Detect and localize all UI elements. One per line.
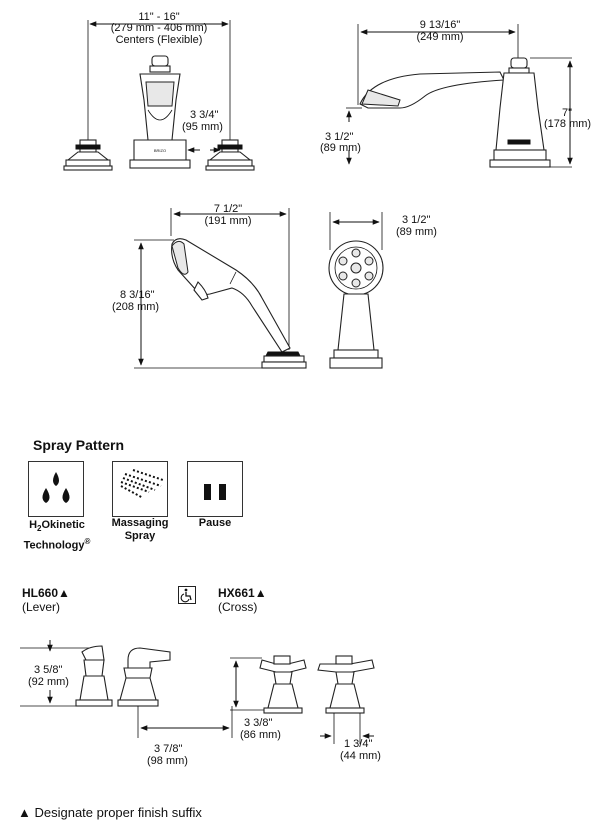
centers-dim-text-2: (279 mm - 406 mm)	[111, 22, 208, 34]
handle-height-text-1: 3 3/4"	[190, 109, 218, 121]
lever-handles: 3 5/8" (92 mm) 3 7/8" (98 mm)	[20, 640, 233, 767]
finish-suffix-footnote: ▲ Designate proper finish suffix	[18, 805, 202, 820]
model-cross-type: (Cross)	[218, 600, 258, 614]
cross-width-text-1: 1 3/4"	[344, 738, 372, 750]
lever-reach-text-1: 3 7/8"	[154, 743, 182, 755]
h2okinetic-label: H2Okinetic Technology®	[23, 519, 91, 552]
handle-height-text-2: (95 mm)	[182, 121, 223, 133]
model-lever-code: HL660▲	[22, 586, 70, 600]
tub-set-front-view: 11" - 16" (279 mm - 406 mm) Centers (Fle…	[63, 11, 255, 171]
model-cross: HX661▲ (Cross)	[218, 586, 267, 614]
handshower-body	[171, 238, 291, 353]
cross-height-text-2: (86 mm)	[240, 729, 281, 741]
spray-pattern-title: Spray Pattern	[33, 437, 125, 453]
spout-body	[495, 72, 545, 151]
cross-width-text-2: (44 mm)	[340, 750, 381, 762]
water-drops-icon	[28, 461, 84, 517]
handshower-face-text-2: (89 mm)	[396, 226, 437, 238]
pause-label: Pause	[198, 517, 232, 529]
lever-height-text-1: 3 5/8"	[34, 664, 62, 676]
pause-icon	[187, 461, 243, 517]
centers-dim-text-1: 11" - 16"	[138, 11, 179, 23]
cross-handles: 3 3/8" (86 mm) 1 3/4" (44 mm)	[230, 655, 381, 762]
handshower-width-text-1: 7 1/2"	[214, 203, 242, 215]
massaging-spray-label: Massaging Spray	[111, 517, 169, 542]
spout-outlet-text-1: 3 1/2"	[325, 131, 353, 143]
spout-reach-text-2: (249 mm)	[416, 31, 463, 43]
right-valve	[205, 139, 255, 171]
cross-height-text-1: 3 3/8"	[244, 717, 272, 729]
lever-height-text-2: (92 mm)	[28, 676, 69, 688]
spout-logo: BRIZO	[154, 148, 166, 153]
model-lever-type: (Lever)	[22, 600, 61, 614]
centers-dim-text-3: Centers (Flexible)	[116, 34, 203, 46]
model-lever: HL660▲ (Lever)	[22, 586, 70, 614]
handshower-width-text-2: (191 mm)	[204, 215, 251, 227]
spout-outlet-text-2: (89 mm)	[320, 142, 361, 154]
spout-side-view: 9 13/16" (249 mm) 7" (178 mm) 3 1/2" (89…	[320, 19, 591, 168]
spout-height-text-2: (178 mm)	[544, 118, 591, 130]
handshower-height-text-1: 8 3/16"	[120, 289, 155, 301]
spout-height-text-1: 7"	[562, 107, 572, 119]
handshower-face-text-1: 3 1/2"	[402, 214, 430, 226]
handshower-front-view: 3 1/2" (89 mm)	[328, 212, 437, 369]
left-valve	[63, 139, 113, 171]
spout-front: BRIZO	[129, 55, 191, 169]
model-cross-code: HX661▲	[218, 586, 267, 600]
handshower-side-view: 7 1/2" (191 mm) 8 3/16" (208 mm)	[112, 203, 307, 369]
lever-reach-text-2: (98 mm)	[147, 755, 188, 767]
wheelchair-accessible-icon	[178, 586, 196, 604]
spout-reach-text-1: 9 13/16"	[420, 19, 461, 31]
handshower-height-text-2: (208 mm)	[112, 301, 159, 313]
massage-spray-icon	[112, 461, 168, 517]
